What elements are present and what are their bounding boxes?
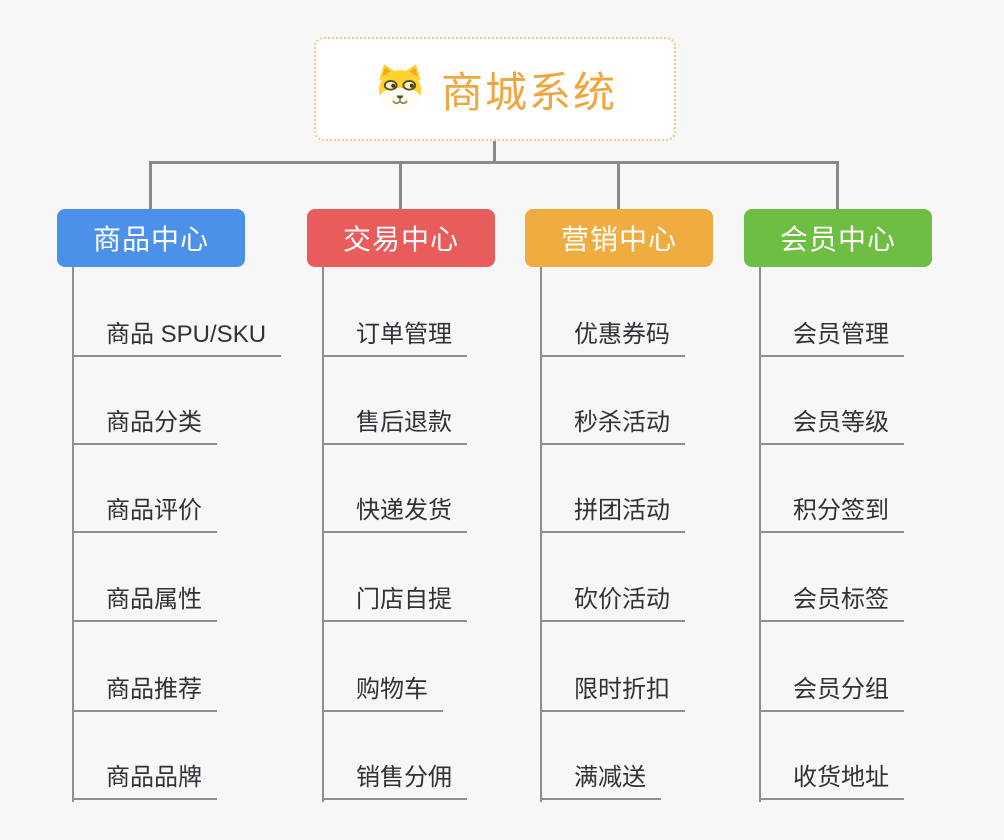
connector-drop-products <box>149 161 152 210</box>
connector-horizontal-bar <box>149 161 839 164</box>
connector-drop-trade <box>399 161 402 210</box>
connector-drop-marketing <box>617 161 620 210</box>
leaf-node[interactable]: 订单管理 <box>322 320 467 357</box>
branch-products: 商品中心 商品 SPU/SKU 商品分类 商品评价 商品属性 商品推荐 商品品牌 <box>57 209 307 809</box>
leaf-node[interactable]: 快递发货 <box>322 496 467 533</box>
leaf-node[interactable]: 满减送 <box>540 763 661 800</box>
root-node[interactable]: 商城系统 <box>314 37 676 141</box>
leaf-node[interactable]: 会员等级 <box>759 408 904 445</box>
branch-node-products[interactable]: 商品中心 <box>57 209 245 267</box>
leaf-node[interactable]: 商品品牌 <box>72 763 217 800</box>
leaf-node[interactable]: 商品分类 <box>72 408 217 445</box>
leaf-node[interactable]: 积分签到 <box>759 496 904 533</box>
leaf-node[interactable]: 限时折扣 <box>540 675 685 712</box>
leaf-node[interactable]: 商品评价 <box>72 496 217 533</box>
leaf-node[interactable]: 商品推荐 <box>72 675 217 712</box>
leaf-node[interactable]: 会员分组 <box>759 675 904 712</box>
leaf-node[interactable]: 会员管理 <box>759 320 904 357</box>
root-title: 商城系统 <box>440 68 617 116</box>
leaf-node[interactable]: 砍价活动 <box>540 585 685 622</box>
leaf-node[interactable]: 商品 SPU/SKU <box>72 320 282 357</box>
branch-marketing: 营销中心 优惠券码 秒杀活动 拼团活动 砍价活动 限时折扣 满减送 <box>525 209 775 809</box>
leaf-node[interactable]: 秒杀活动 <box>540 408 685 445</box>
branch-node-members[interactable]: 会员中心 <box>744 209 932 267</box>
branch-trunk-line <box>72 267 74 802</box>
leaf-node[interactable]: 门店自提 <box>322 585 467 622</box>
leaf-node[interactable]: 购物车 <box>322 675 443 712</box>
branch-node-marketing[interactable]: 营销中心 <box>525 209 713 267</box>
branch-trunk-line <box>759 267 761 802</box>
branch-trunk-line <box>540 267 542 802</box>
leaf-node[interactable]: 会员标签 <box>759 585 904 622</box>
dog-icon <box>373 62 427 117</box>
leaf-node[interactable]: 售后退款 <box>322 408 467 445</box>
branch-members: 会员中心 会员管理 会员等级 积分签到 会员标签 会员分组 收货地址 <box>744 209 994 809</box>
branch-trade: 交易中心 订单管理 售后退款 快递发货 门店自提 购物车 销售分佣 <box>307 209 557 809</box>
leaf-node[interactable]: 销售分佣 <box>322 763 467 800</box>
branch-trunk-line <box>322 267 324 802</box>
leaf-node[interactable]: 商品属性 <box>72 585 217 622</box>
branch-node-trade[interactable]: 交易中心 <box>307 209 495 267</box>
leaf-node[interactable]: 优惠券码 <box>540 320 685 357</box>
leaf-node[interactable]: 拼团活动 <box>540 496 685 533</box>
leaf-node[interactable]: 收货地址 <box>759 763 904 800</box>
connector-drop-members <box>836 161 839 210</box>
connector-root-stem <box>493 141 496 162</box>
